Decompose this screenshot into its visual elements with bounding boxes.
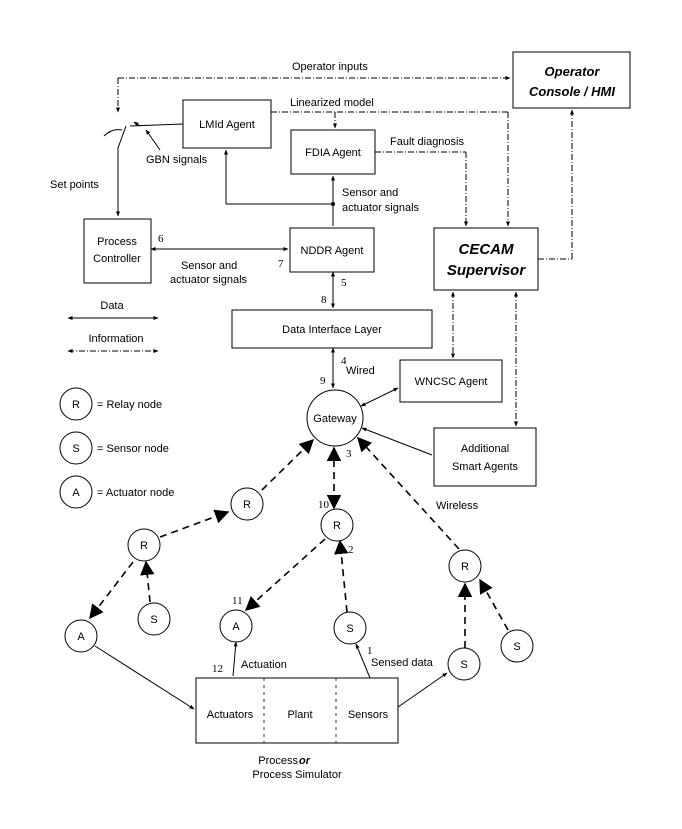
number-3: 3 xyxy=(346,448,352,460)
sensor-actuator-lower-line2: actuator signals xyxy=(170,274,248,286)
set-points-label: Set points xyxy=(50,179,99,191)
lmid-agent-label: LMId Agent xyxy=(199,119,255,131)
node-sensor-4: S xyxy=(500,629,534,663)
number-5: 5 xyxy=(341,277,347,289)
legend-actuator-label: = Actuator node xyxy=(97,487,174,499)
nddr-agent-box: NDDR Agent xyxy=(289,227,375,273)
node-actuator-1: A xyxy=(64,619,98,653)
sensor-actuator-upper-line2: actuator signals xyxy=(342,202,420,214)
cecam-supervisor-line1: CECAM xyxy=(459,241,515,258)
data-interface-layer-box: Data Interface Layer xyxy=(231,309,433,349)
process-controller-line2: Controller xyxy=(93,253,141,265)
number-11: 11 xyxy=(232,595,243,607)
node-relay-3: R xyxy=(320,508,354,542)
svg-text:S: S xyxy=(150,614,157,626)
number-8: 8 xyxy=(321,294,327,306)
number-1: 1 xyxy=(367,645,373,657)
number-7: 7 xyxy=(278,258,284,270)
svg-text:R: R xyxy=(72,399,80,411)
operator-console-line1: Operator xyxy=(545,64,601,79)
additional-agents-line1: Additional xyxy=(461,443,509,455)
legend-sensor-label: = Sensor node xyxy=(97,443,169,455)
cecam-supervisor-box: CECAM Supervisor xyxy=(433,227,539,291)
cecam-supervisor-line2: Supervisor xyxy=(447,262,527,279)
process-or-label: or xyxy=(299,755,311,767)
wncsc-agent-label: WNCSC Agent xyxy=(415,376,488,388)
wncsc-agent-box: WNCSC Agent xyxy=(399,359,503,403)
svg-text:R: R xyxy=(333,520,341,532)
plant-box: Actuators Plant Sensors xyxy=(195,677,399,744)
process-controller-line1: Process xyxy=(97,236,137,248)
fault-diagnosis-label: Fault diagnosis xyxy=(390,136,464,148)
linearized-model-label: Linearized model xyxy=(290,97,374,109)
node-relay-1: R xyxy=(230,487,264,521)
operator-inputs-label: Operator inputs xyxy=(292,61,368,73)
gbn-signals-label: GBN signals xyxy=(146,154,208,166)
svg-text:S: S xyxy=(72,443,79,455)
number-10: 10 xyxy=(318,499,330,511)
sensor-actuator-lower-line1: Sensor and xyxy=(181,260,237,272)
legend-relay-label: = Relay node xyxy=(97,399,162,411)
information-links xyxy=(116,76,574,427)
wireless-links xyxy=(89,436,509,648)
lmid-agent-box: LMId Agent xyxy=(182,99,272,149)
number-4: 4 xyxy=(341,355,347,367)
process-controller-box: Process Controller xyxy=(83,218,152,284)
svg-text:R: R xyxy=(243,499,251,511)
node-sensor-2: S xyxy=(333,611,367,645)
legend: Data Information R = Relay node S = Sens… xyxy=(59,300,174,509)
node-relay-4: R xyxy=(448,549,482,583)
process-label: Process xyxy=(258,755,298,767)
wireless-label: Wireless xyxy=(436,500,479,512)
number-12: 12 xyxy=(212,663,223,675)
plant-actuators-label: Actuators xyxy=(207,709,254,721)
svg-text:S: S xyxy=(513,641,520,653)
fdia-agent-box: FDIA Agent xyxy=(290,129,376,175)
svg-text:R: R xyxy=(140,540,148,552)
plant-sensors-label: Sensors xyxy=(348,709,389,721)
svg-text:A: A xyxy=(72,487,80,499)
svg-text:R: R xyxy=(461,561,469,573)
additional-agents-line2: Smart Agents xyxy=(452,461,519,473)
sensor-actuator-upper-line1: Sensor and xyxy=(342,187,398,199)
actuation-label: Actuation xyxy=(241,659,287,671)
number-2: 2 xyxy=(348,544,354,556)
gateway-label: Gateway xyxy=(313,413,357,425)
fdia-agent-label: FDIA Agent xyxy=(305,147,361,159)
svg-text:S: S xyxy=(346,623,353,635)
sensed-data-label: Sensed data xyxy=(371,657,434,669)
additional-agents-box: Additional Smart Agents xyxy=(433,427,537,487)
svg-text:A: A xyxy=(232,621,240,633)
operator-console-box: Operator Console / HMI xyxy=(512,51,631,109)
plant-label: Plant xyxy=(287,709,312,721)
node-actuator-2: A xyxy=(219,609,253,643)
number-9: 9 xyxy=(320,375,326,387)
gateway-node: Gateway xyxy=(306,389,364,447)
svg-text:S: S xyxy=(460,659,467,671)
data-links xyxy=(94,121,448,710)
operator-console-line2: Console / HMI xyxy=(529,84,615,99)
nddr-agent-label: NDDR Agent xyxy=(301,245,364,257)
legend-data-label: Data xyxy=(100,300,124,312)
svg-text:A: A xyxy=(77,631,85,643)
process-simulator-label: Process Simulator xyxy=(252,769,342,781)
data-interface-layer-label: Data Interface Layer xyxy=(282,324,382,336)
legend-information-label: Information xyxy=(88,333,143,345)
wired-label: Wired xyxy=(346,365,375,377)
node-sensor-1: S xyxy=(137,602,171,636)
number-6: 6 xyxy=(158,233,164,245)
node-sensor-3: S xyxy=(447,647,481,681)
node-relay-2: R xyxy=(127,528,161,562)
